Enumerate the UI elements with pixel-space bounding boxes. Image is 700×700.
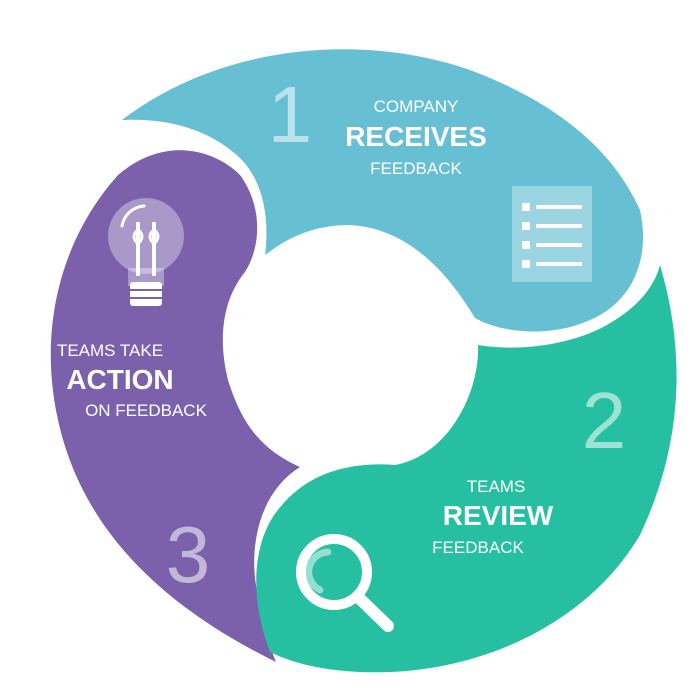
stage-2-number: 2 [582,376,627,465]
stage-1-line1: COMPANY [374,97,459,116]
stage-1-number: 1 [268,70,313,159]
stage-3-emphasis: ACTION [66,364,173,395]
magnifier-icon [296,534,394,632]
stage-1-line3: FEEDBACK [370,159,462,178]
checklist-icon [512,186,592,282]
stage-3-line1: TEAMS TAKE [57,341,163,360]
stage-3-segment [50,150,300,662]
lightbulb-icon [108,198,184,306]
stage-2-line3: FEEDBACK [432,538,524,557]
stage-2-line1: TEAMS [467,477,526,496]
stage-1-segment [122,49,644,332]
stage-2-segment [256,265,677,673]
stage-3-number: 3 [166,510,211,599]
stage-2-emphasis: REVIEW [443,500,554,531]
stage-3-line3: ON FEEDBACK [85,401,208,420]
stage-1-emphasis: RECEIVES [345,121,487,152]
